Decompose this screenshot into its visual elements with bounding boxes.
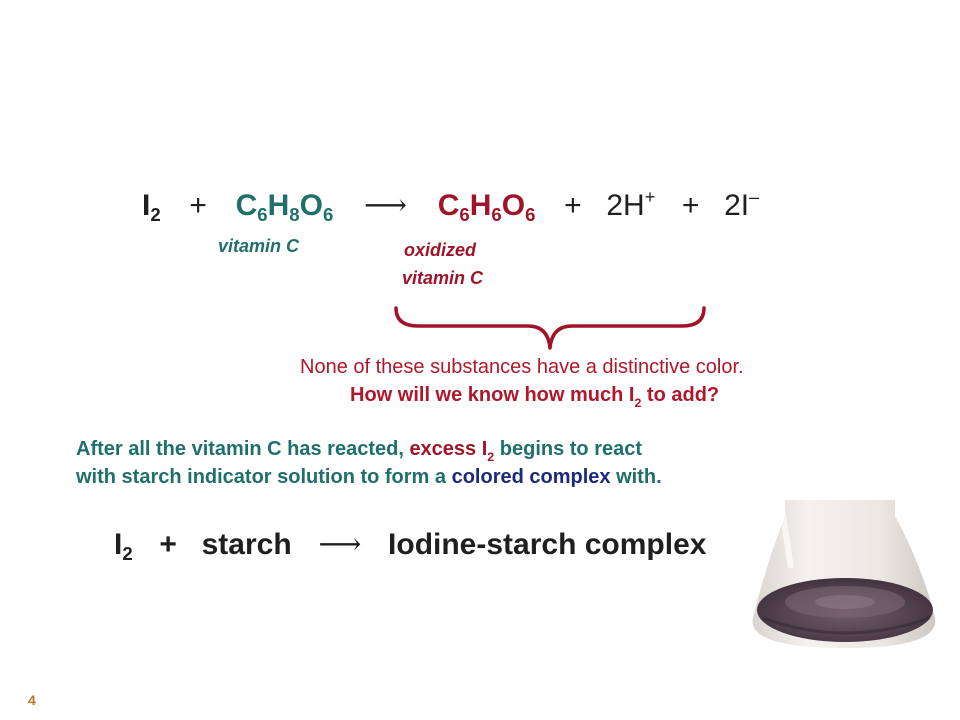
hydrogen-ion: 2H+ — [606, 187, 656, 222]
no-color-statement: None of these substances have a distinct… — [300, 356, 744, 378]
vitamin-c-label: vitamin C — [218, 236, 300, 256]
oxidized-label: oxidized — [404, 240, 477, 260]
page-number: 4 — [28, 692, 36, 708]
iodine-formula: I2 — [114, 528, 133, 564]
vitamin-c-formula: C6H8O6 — [235, 189, 334, 225]
oxidized-vitamin-c-label: vitamin C — [402, 268, 484, 288]
reaction-arrow: ⟶ — [364, 188, 408, 223]
grouping-brace — [394, 306, 706, 350]
plus-sign: + — [159, 528, 177, 561]
starch-label: starch — [201, 528, 292, 561]
oxidized-vitamin-c-formula: C6H6O6 — [437, 189, 536, 225]
reaction-arrow: ⟶ — [318, 527, 362, 562]
starch-indicator-explanation: After all the vitamin C has reacted, exc… — [76, 438, 662, 488]
flask-with-starch-complex-image — [752, 500, 936, 648]
iodide-ion: 2I– — [724, 187, 760, 222]
iodine-formula: I2 — [142, 189, 161, 225]
plus-sign: + — [681, 189, 700, 222]
how-much-question: How will we know how much I2 to add? — [350, 384, 720, 410]
colored-complex-highlight: colored complex — [451, 466, 611, 488]
equation-iodine-starch: I2 + starch ⟶ Iodine-starch complex — [114, 525, 706, 565]
plus-sign: + — [564, 189, 582, 222]
excess-iodine-highlight: excess I2 — [409, 438, 495, 464]
plus-sign: + — [189, 189, 207, 222]
equation-vitamin-c-oxidation: I2 + C6H8O6 ⟶ C6H6O6 + 2H+ + 2I– — [142, 186, 759, 226]
product-label: Iodine-starch complex — [388, 528, 707, 561]
